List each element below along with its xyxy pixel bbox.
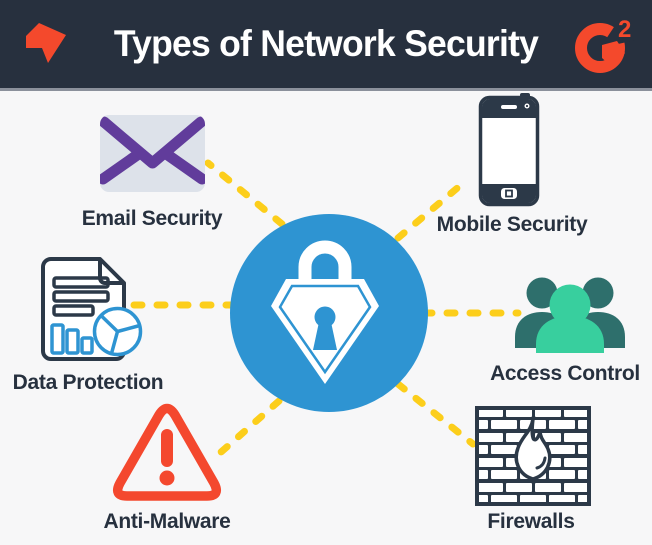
g2-superscript: 2 bbox=[618, 16, 631, 43]
label-access-control: Access Control bbox=[490, 362, 640, 385]
connector-antimalware bbox=[208, 397, 283, 464]
header-bar: Types of Network Security 2 bbox=[0, 0, 652, 91]
document-chart-icon bbox=[41, 257, 143, 361]
g2-logo-icon: 2 bbox=[575, 16, 636, 73]
smartphone-icon bbox=[478, 93, 540, 207]
connector-mobile bbox=[394, 175, 472, 242]
firewall-icon bbox=[475, 406, 591, 506]
label-mobile-security: Mobile Security bbox=[436, 213, 588, 236]
page-title: Types of Network Security bbox=[113, 23, 539, 64]
label-email-security: Email Security bbox=[81, 207, 223, 230]
label-firewalls: Firewalls bbox=[487, 510, 575, 533]
label-data-protection: Data Protection bbox=[12, 371, 164, 394]
warning-triangle-icon bbox=[112, 403, 222, 501]
connector-firewall bbox=[394, 380, 477, 448]
lock-shield-icon bbox=[230, 214, 428, 412]
label-anti-malware: Anti-Malware bbox=[103, 510, 231, 533]
connector-email bbox=[204, 159, 286, 228]
flag-logo-icon bbox=[26, 23, 66, 63]
people-icon bbox=[515, 277, 625, 353]
envelope-icon bbox=[100, 115, 205, 192]
